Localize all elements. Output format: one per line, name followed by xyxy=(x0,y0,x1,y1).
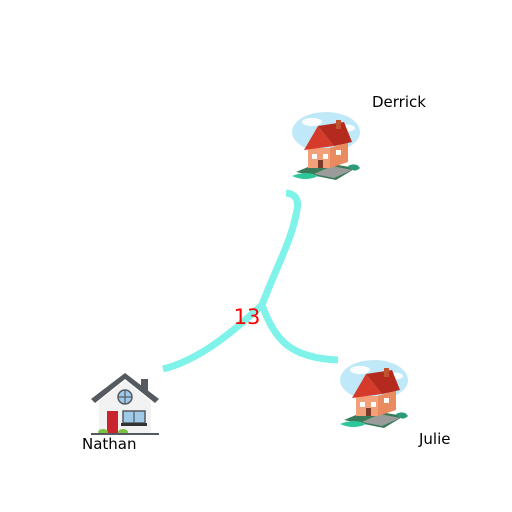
node-label-julie: Julie xyxy=(418,430,451,448)
house-icon xyxy=(90,372,160,436)
node-label-derrick: Derrick xyxy=(372,93,426,111)
edge-julie xyxy=(258,303,339,364)
node-label-nathan: Nathan xyxy=(82,435,137,453)
edge-nathan xyxy=(162,302,265,373)
house-icon xyxy=(292,112,360,180)
edge-weight-label: 13 xyxy=(234,305,261,329)
node-derrick[interactable]: Derrick xyxy=(292,93,426,180)
edge-group xyxy=(162,189,339,373)
node-julie[interactable]: Julie xyxy=(340,360,451,448)
house-icon xyxy=(340,360,408,428)
edge-derrick xyxy=(258,189,302,307)
node-nathan[interactable]: Nathan xyxy=(82,372,160,453)
